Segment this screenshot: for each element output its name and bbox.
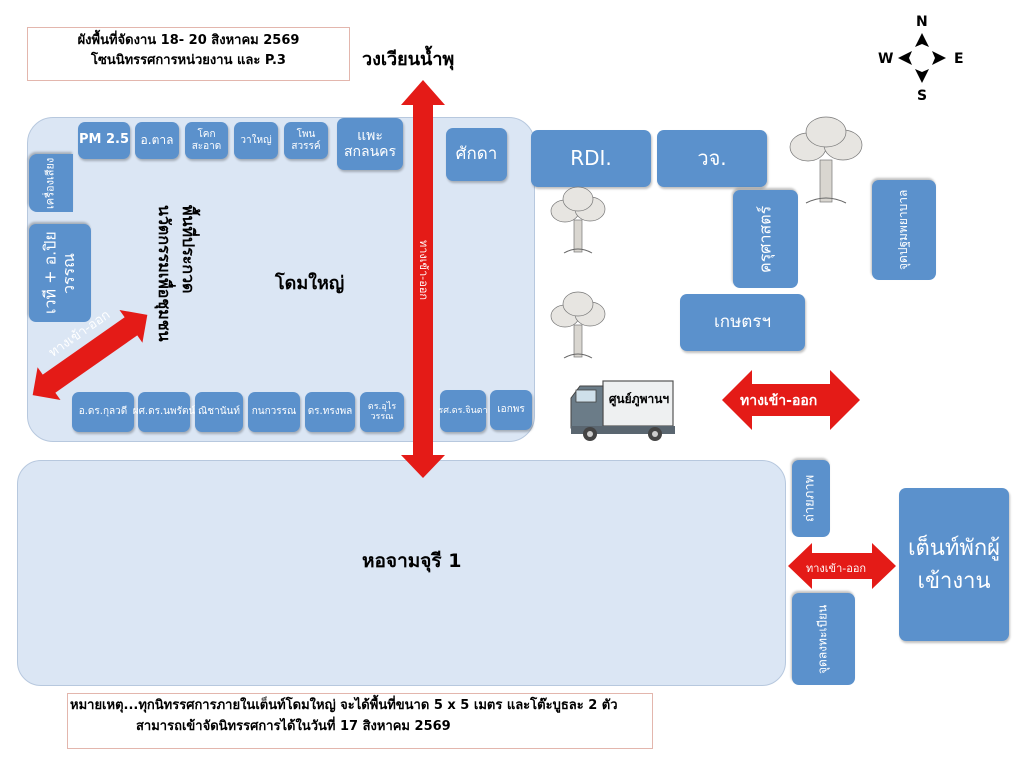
header-title: ผังพื้นที่จัดงาน 18- 20 สิงหาคม 2569 bbox=[77, 33, 300, 48]
booth-phae-sakon[interactable]: แพะสกลนคร bbox=[337, 118, 403, 170]
booth-kru[interactable]: ครุศาสตร์ bbox=[733, 190, 798, 288]
booth-a-tan[interactable]: อ.ตาล bbox=[135, 122, 179, 159]
booth-photo[interactable]: ถ่ายภาพ bbox=[792, 460, 830, 537]
booth-wj[interactable]: วจ. bbox=[657, 130, 767, 187]
tree-icon bbox=[550, 186, 606, 254]
right-arrow-label: ทางเข้า-ออก bbox=[740, 393, 818, 409]
booth-jinda[interactable]: รศ.ดร.จินดา bbox=[438, 390, 488, 432]
booth-sound[interactable]: เครื่องเสียง bbox=[29, 154, 73, 212]
main-arrow-label: ทางเข้า-ออก bbox=[417, 240, 430, 301]
booth-rdi[interactable]: RDI. bbox=[531, 130, 651, 187]
compass-s-label: S bbox=[917, 88, 928, 104]
booth-kulwadee[interactable]: อ.ดร.กุลวดี bbox=[72, 392, 134, 432]
truck-label: ศูนย์ภูพานฯ bbox=[608, 392, 670, 406]
booth-nopparat[interactable]: ผศ.ดร.นพรัตน์ bbox=[133, 392, 195, 432]
booth-wa-yai[interactable]: วาใหญ่ bbox=[234, 122, 278, 159]
booth-uraiwan[interactable]: ดร.อุไรวรรณ bbox=[360, 392, 404, 432]
hall-zone bbox=[17, 460, 786, 686]
header-box: ผังพื้นที่จัดงาน 18- 20 สิงหาคม 2569 โซน… bbox=[27, 27, 350, 81]
booth-phon-sawan[interactable]: โพนสวรรค์ bbox=[284, 122, 328, 159]
tent-rest-area[interactable]: เต็นท์พักผู้เข้างาน bbox=[899, 488, 1009, 641]
hall-label: หอจามจุรี 1 bbox=[362, 550, 462, 572]
note-line1: หมายเหตุ...ทุกนิทรรศการภายในเต็นท์โดมใหญ… bbox=[70, 698, 618, 713]
note-box: หมายเหตุ...ทุกนิทรรศการภายในเต็นท์โดมใหญ… bbox=[67, 693, 653, 749]
booth-ekkaporn[interactable]: เอกพร bbox=[490, 390, 532, 430]
booth-kanokwan[interactable]: กนกวรรณ bbox=[248, 392, 300, 432]
booth-nichanan[interactable]: ณิชานันท์ bbox=[195, 392, 243, 432]
tent-arrow-label: ทางเข้า-ออก bbox=[806, 562, 867, 575]
booth-first-aid[interactable]: จุดปฐมพยาบาล bbox=[872, 180, 936, 280]
dome-label: โดมใหญ่ bbox=[275, 273, 345, 294]
booth-khok-saard[interactable]: โคกสะอาด bbox=[185, 122, 228, 159]
header-subtitle: โซนนิทรรศการหน่วยงาน และ P.3 bbox=[91, 52, 286, 68]
compass-n-label: N bbox=[916, 14, 928, 30]
booth-pm25[interactable]: PM 2.5 bbox=[78, 122, 130, 159]
note-line2: สามารถเข้าจัดนิทรรศการได้ในวันที่ 17 สิง… bbox=[136, 718, 451, 734]
compass-e-label: E bbox=[954, 51, 964, 67]
road-label: วงเวียนน้ำพุ bbox=[362, 49, 455, 70]
booth-songpon[interactable]: ดร.ทรงพล bbox=[305, 392, 355, 432]
booth-kaset[interactable]: เกษตรฯ bbox=[680, 294, 805, 351]
tree-icon bbox=[789, 116, 863, 204]
booth-stage[interactable]: เวที + อ.ปิยวรรณ bbox=[29, 224, 91, 322]
compass-w-label: W bbox=[878, 51, 894, 67]
booth-sakda[interactable]: ศักดา bbox=[446, 128, 507, 181]
booth-register[interactable]: จุดลงทะเบียน bbox=[792, 593, 855, 685]
tree-icon bbox=[550, 291, 606, 359]
innovation-area-label: พื้นที่ประกวดนวัตกรรมเพื่อชุมชน bbox=[155, 205, 198, 342]
